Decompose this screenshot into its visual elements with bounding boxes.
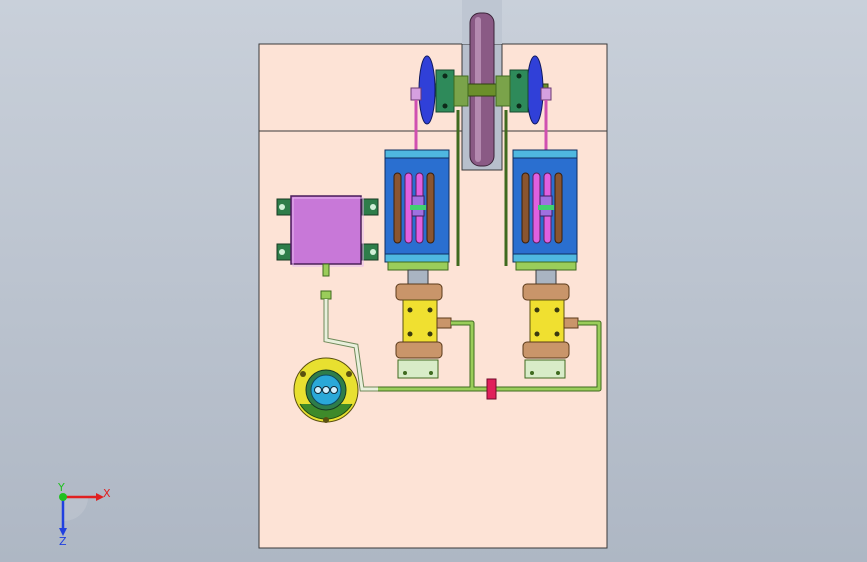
left-crank-pin [410, 87, 422, 101]
control-line [320, 263, 378, 392]
right-crank-pin [540, 87, 552, 101]
triad-y-label: Y [57, 481, 65, 494]
right-crank-hub [495, 75, 511, 107]
right-coupling [535, 269, 557, 285]
triad-x-label: X [103, 487, 111, 500]
coordinate-triad: X Y Z [57, 481, 111, 548]
right-cylinder[interactable] [512, 149, 578, 271]
right-pump[interactable] [522, 283, 579, 379]
left-coupling [407, 269, 429, 285]
triad-z-label: Z [59, 535, 67, 548]
left-pump[interactable] [395, 283, 452, 379]
right-bearing-bolt-bottom [516, 103, 522, 109]
inline-valve[interactable] [486, 378, 497, 400]
left-cylinder[interactable] [384, 149, 450, 271]
left-crank-hub [453, 75, 469, 107]
reservoir[interactable] [293, 357, 359, 423]
right-bearing-bolt-top [516, 73, 522, 79]
control-box[interactable] [276, 195, 379, 267]
left-bearing-bolt-top [442, 73, 448, 79]
left-bearing-bolt-bottom [442, 103, 448, 109]
